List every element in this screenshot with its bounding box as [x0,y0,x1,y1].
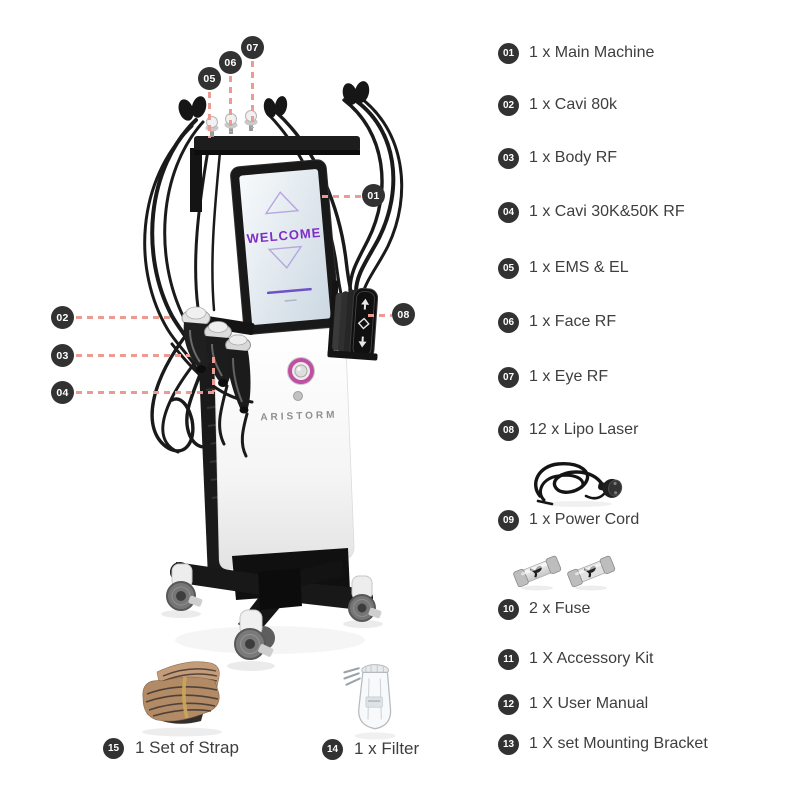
list-item: 06 1 x Face RF [498,310,616,334]
item-badge: 10 [498,598,519,620]
item-badge: 02 [498,94,519,116]
item-badge: 14 [322,738,343,760]
list-item: 03 1 x Body RF [498,146,617,170]
item-label: 1 X User Manual [529,695,649,712]
touchscreen: WELCOME [230,159,340,335]
callout-line-08 [368,314,392,317]
item-badge: 03 [498,147,519,169]
item-label: 1 x Eye RF [529,368,609,385]
list-item: 01 1 x Main Machine [498,41,654,65]
item-label: 1 x Cavi 80k [529,96,618,113]
handpiece-hangers [178,81,370,121]
filter-photo [338,658,400,740]
callout-line-01 [322,195,362,198]
callout-badge-08: 08 [392,303,415,326]
handpiece-cavi3050rf [225,334,251,414]
item-badge: 13 [498,733,519,755]
pad-arrow-icons [357,298,370,348]
list-item: 09 1 x Power Cord [498,508,639,532]
item-badge: 15 [103,737,124,759]
callout-line-02 [76,316,175,319]
item-badge: 12 [498,693,519,715]
list-item: 07 1 x Eye RF [498,365,608,389]
fuse-photo [566,550,616,592]
floor-item: 15 1 Set of Strap [103,736,239,760]
brand-text: ARISTORM [260,410,337,424]
list-item: 08 12 x Lipo Laser [498,418,638,442]
callout-line-05 [208,92,211,138]
floor-item: 14 1 x Filter [322,737,419,761]
power-button [293,391,303,401]
list-item: 10 2 x Fuse [498,597,590,621]
item-badge: 06 [498,311,519,333]
left-pole [190,148,202,212]
callout-line-04 [76,391,216,394]
callout-badge-01: 01 [362,184,385,207]
item-label: 1 x Body RF [529,149,618,166]
list-item: 13 1 X set Mounting Bracket [498,732,708,756]
machine-illustration: ARISTORM WELCOME [143,81,404,671]
handpiece-cavi80k [181,306,211,373]
item-label: 1 X Accessory Kit [529,650,654,667]
item-badge: 08 [498,419,519,441]
strap-photo [126,650,238,740]
callout-badge-04: 04 [51,381,74,404]
list-item: 11 1 X Accessory Kit [498,647,654,671]
callout-badge-02: 02 [51,306,74,329]
list-item: 12 1 X User Manual [498,692,648,716]
fuse-photo [512,550,562,592]
list-item: 05 1 x EMS & EL [498,256,629,280]
caster-wheel [166,563,203,611]
callout-line-04-vertical [212,357,215,392]
callout-line-07 [251,61,254,128]
callout-badge-06: 06 [219,51,242,74]
item-badge: 11 [498,648,519,670]
caster-wheel [348,575,382,622]
item-badge: 01 [498,42,519,64]
callout-badge-05: 05 [198,67,221,90]
item-label: 1 x Main Machine [529,44,655,61]
list-item: 02 1 x Cavi 80k [498,93,617,117]
item-label: 12 x Lipo Laser [529,421,639,438]
callout-line-03 [76,354,190,357]
callout-badge-07: 07 [241,36,264,59]
lipo-laser-pads [327,280,379,361]
item-label: 1 X set Mounting Bracket [529,735,708,752]
item-label: 1 x Filter [354,739,420,758]
screen-welcome-text: WELCOME [246,225,322,246]
top-rack [194,136,360,155]
callout-badge-03: 03 [51,344,74,367]
item-badge: 07 [498,366,519,388]
control-knob [287,357,315,385]
item-label: 1 x EMS & EL [529,259,629,276]
item-label: 1 x Cavi 30K&50K RF [529,203,685,220]
handpiece-bodyrf [204,321,232,387]
item-badge: 09 [498,509,519,531]
callout-line-06 [229,76,232,132]
machine-base [161,548,383,671]
power-cord-photo [528,444,628,509]
item-badge: 04 [498,201,519,223]
item-label: 1 Set of Strap [135,738,239,757]
item-label: 1 x Power Cord [529,511,640,528]
item-label: 1 x Face RF [529,313,617,330]
item-badge: 05 [498,257,519,279]
item-label: 2 x Fuse [529,600,591,617]
list-item: 04 1 x Cavi 30K&50K RF [498,200,685,224]
caster-wheel [234,609,275,660]
